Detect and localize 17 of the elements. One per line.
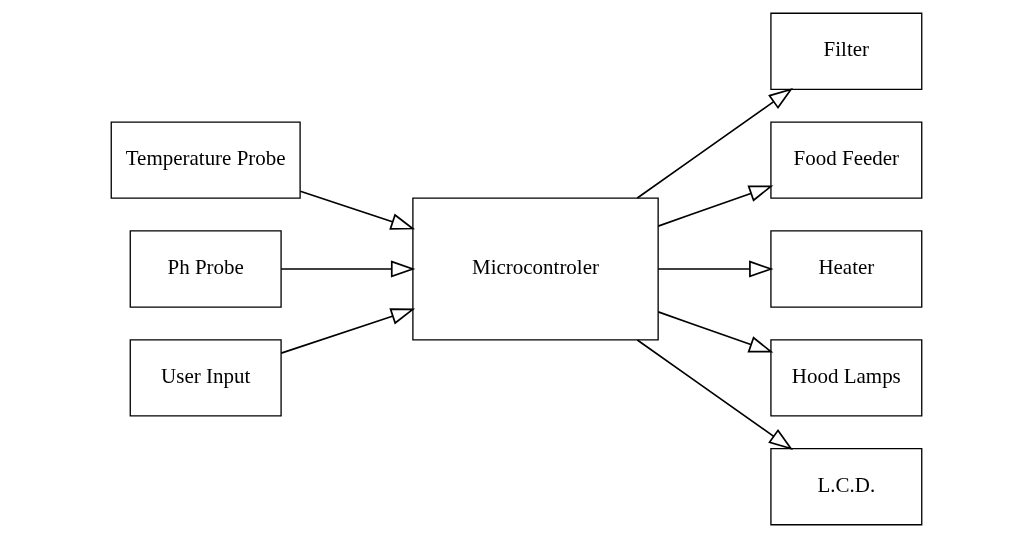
node-box: Heater bbox=[769, 230, 922, 308]
node-box: Microcontroler bbox=[411, 197, 659, 341]
node-box: Ph Probe bbox=[129, 230, 282, 308]
node-box: User Input bbox=[129, 339, 282, 417]
arrow bbox=[656, 185, 773, 227]
arrow bbox=[279, 260, 415, 278]
arrow bbox=[298, 190, 415, 230]
node-box: Hood Lamps bbox=[769, 339, 922, 417]
arrow bbox=[656, 260, 773, 278]
arrow bbox=[635, 88, 793, 199]
node-box: Filter bbox=[769, 12, 922, 90]
arrow bbox=[635, 339, 793, 450]
arrow bbox=[279, 308, 415, 354]
node-box: Food Feeder bbox=[769, 121, 922, 199]
arrow bbox=[656, 311, 773, 353]
node-box: L.C.D. bbox=[769, 448, 922, 526]
node-box: Temperature Probe bbox=[110, 121, 301, 199]
